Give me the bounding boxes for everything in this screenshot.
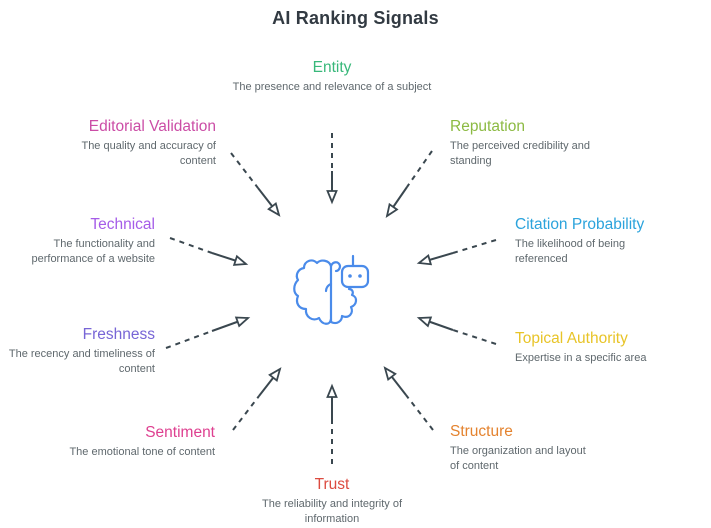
signal-structure-description: The organization and layout of content [450,444,586,472]
signal-editorial-validation-title: Editorial Validation [88,118,216,135]
signal-editorial-validation: Editorial Validation The quality and acc… [16,118,216,169]
signal-technical: Technical The functionality and performa… [5,216,155,267]
signal-topical-authority-description: Expertise in a specific area [515,351,647,364]
brain-robot-icon [293,254,370,325]
arrow-topical-authority [416,316,497,345]
signal-editorial-validation-description: The quality and accuracy of content [81,139,216,167]
arrow-technical [169,237,249,266]
signal-reputation-description: The perceived credibility and standing [450,139,591,167]
signal-trust-description: The reliability and integrity of informa… [261,497,402,525]
page-title: AI Ranking Signals [272,8,439,28]
signal-freshness-title: Freshness [82,326,155,343]
signal-citation-probability-description: The likelihood of being referenced [515,237,626,265]
signal-freshness: Freshness The recency and timeliness of … [0,326,155,377]
signal-entity-description: The presence and relevance of a subject [232,80,432,93]
signal-freshness-description: The recency and timeliness of content [8,347,155,375]
signal-technical-description: The functionality and performance of a w… [31,237,155,265]
signal-sentiment-description: The emotional tone of content [69,445,215,458]
robot-head [340,254,370,289]
signal-structure: Structure The organization and layout of… [450,423,595,474]
signal-entity-title: Entity [312,59,352,76]
arrow-citation-probability [416,239,497,266]
brain-left-lobe [293,259,342,325]
signal-structure-title: Structure [450,423,513,440]
signal-citation-probability-title: Citation Probability [515,216,645,233]
signal-citation-probability: Citation Probability The likelihood of b… [515,216,675,267]
signal-trust-title: Trust [314,476,350,493]
signal-technical-title: Technical [90,216,155,233]
signal-trust: Trust The reliability and integrity of i… [232,476,432,527]
signal-topical-authority: Topical Authority Expertise in a specifi… [515,330,690,366]
arrow-reputation [385,150,433,218]
brain-right-lobe [329,287,358,325]
signal-sentiment-title: Sentiment [145,424,215,441]
arrow-editorial-validation [230,152,281,217]
arrow-structure [383,366,434,431]
signal-reputation-title: Reputation [450,118,525,135]
signal-sentiment: Sentiment The emotional tone of content [15,424,215,460]
signal-reputation: Reputation The perceived credibility and… [450,118,610,169]
arrow-freshness [165,316,251,349]
signal-topical-authority-title: Topical Authority [515,330,628,347]
signal-entity: Entity The presence and relevance of a s… [222,59,442,95]
arrow-sentiment [232,367,282,431]
